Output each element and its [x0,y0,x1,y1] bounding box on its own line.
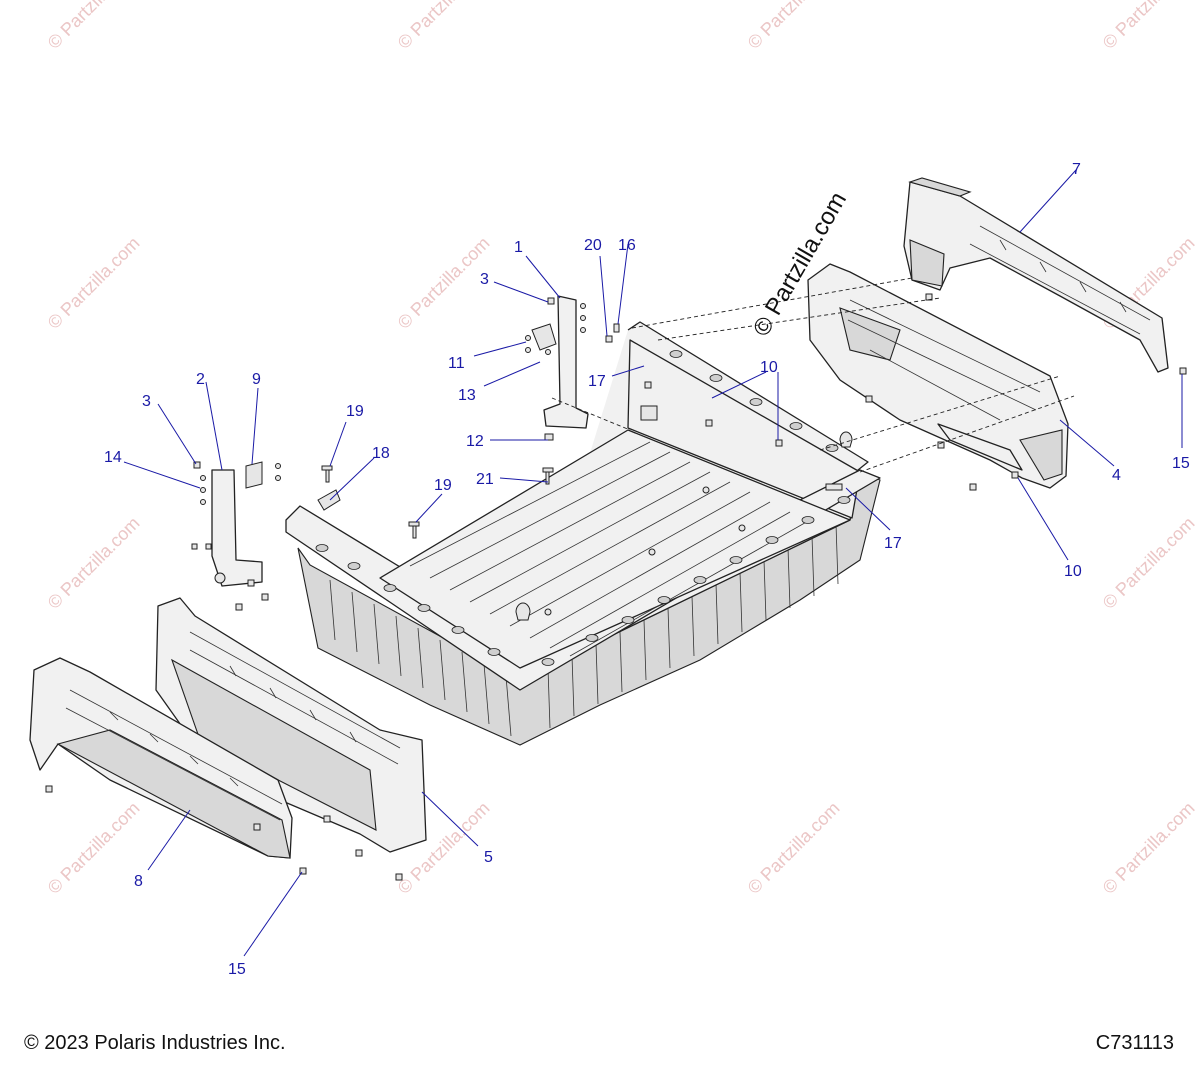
watermark: © Partzilla.com [44,798,144,898]
callout-20: 20 [584,237,602,254]
side-panel-5 [155,597,427,853]
watermark: © Partzilla.com [394,233,494,333]
hardware [45,293,1187,881]
callout-1: 1 [514,239,523,256]
callout-9: 9 [252,371,261,388]
callout-11: 11 [448,355,465,372]
watermark: © Partzilla.com [1099,513,1199,613]
watermark: © Partzilla.com [1099,0,1199,53]
callout-17: 17 [588,373,606,390]
leader-lines [123,169,1183,957]
watermark: © Partzilla.com [1099,798,1199,898]
watermark: © Partzilla.com [44,513,144,613]
rear-panel-upper [903,177,1169,373]
watermark: © Partzilla.com [744,0,844,53]
callout-13: 13 [458,387,476,404]
callout-10: 10 [760,359,778,376]
copyright-text: © 2023 Polaris Industries Inc. [24,1032,286,1054]
watermark: © Partzilla.com [44,233,144,333]
watermark: © Partzilla.com [394,0,494,53]
callout-8: 8 [134,873,143,890]
callout-19: 19 [434,477,452,494]
callout-14: 14 [104,449,122,466]
callout-18: 18 [372,445,390,462]
bracket-2 [211,461,263,587]
callout-12: 12 [466,433,484,450]
diagram-code: C731113 [1095,1032,1174,1054]
callout-21: 21 [476,471,494,488]
side-panel-8 [29,657,293,859]
callout-2: 2 [196,371,205,388]
assembly-lines [551,277,1075,473]
callout-labels: 1 2 3 3 4 5 7 8 9 10 10 11 12 13 14 15 1… [104,161,1190,978]
callout-16: 16 [618,237,636,254]
cargo-box [285,321,881,746]
rear-panel-lower [807,263,1069,489]
watermark: © Partzilla.com [744,798,844,898]
callout-15: 15 [228,961,246,978]
callout-5: 5 [484,849,493,866]
callout-4: 4 [1112,467,1121,484]
callout-17: 17 [884,535,902,552]
bracket-1 [531,295,589,429]
callout-3: 3 [480,271,489,288]
callout-7: 7 [1072,161,1081,178]
callout-3: 3 [142,393,151,410]
callout-19: 19 [346,403,364,420]
callout-10: 10 [1064,563,1082,580]
watermark: © Partzilla.com [44,0,144,53]
callout-15: 15 [1172,455,1190,472]
